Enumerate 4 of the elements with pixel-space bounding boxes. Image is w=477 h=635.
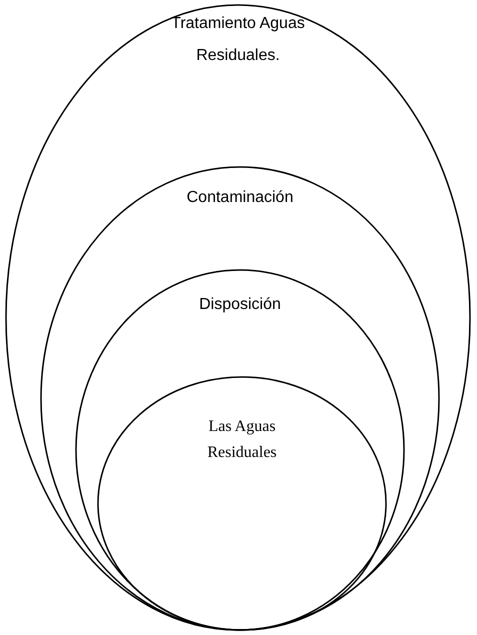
ellipse-label: Disposición: [198, 295, 282, 315]
ellipse-label: Contaminación: [186, 188, 294, 208]
ellipse-label: Las Aguas Residuales: [206, 417, 278, 463]
ellipse-label: Tratamiento Aguas Residuales.: [170, 14, 306, 66]
